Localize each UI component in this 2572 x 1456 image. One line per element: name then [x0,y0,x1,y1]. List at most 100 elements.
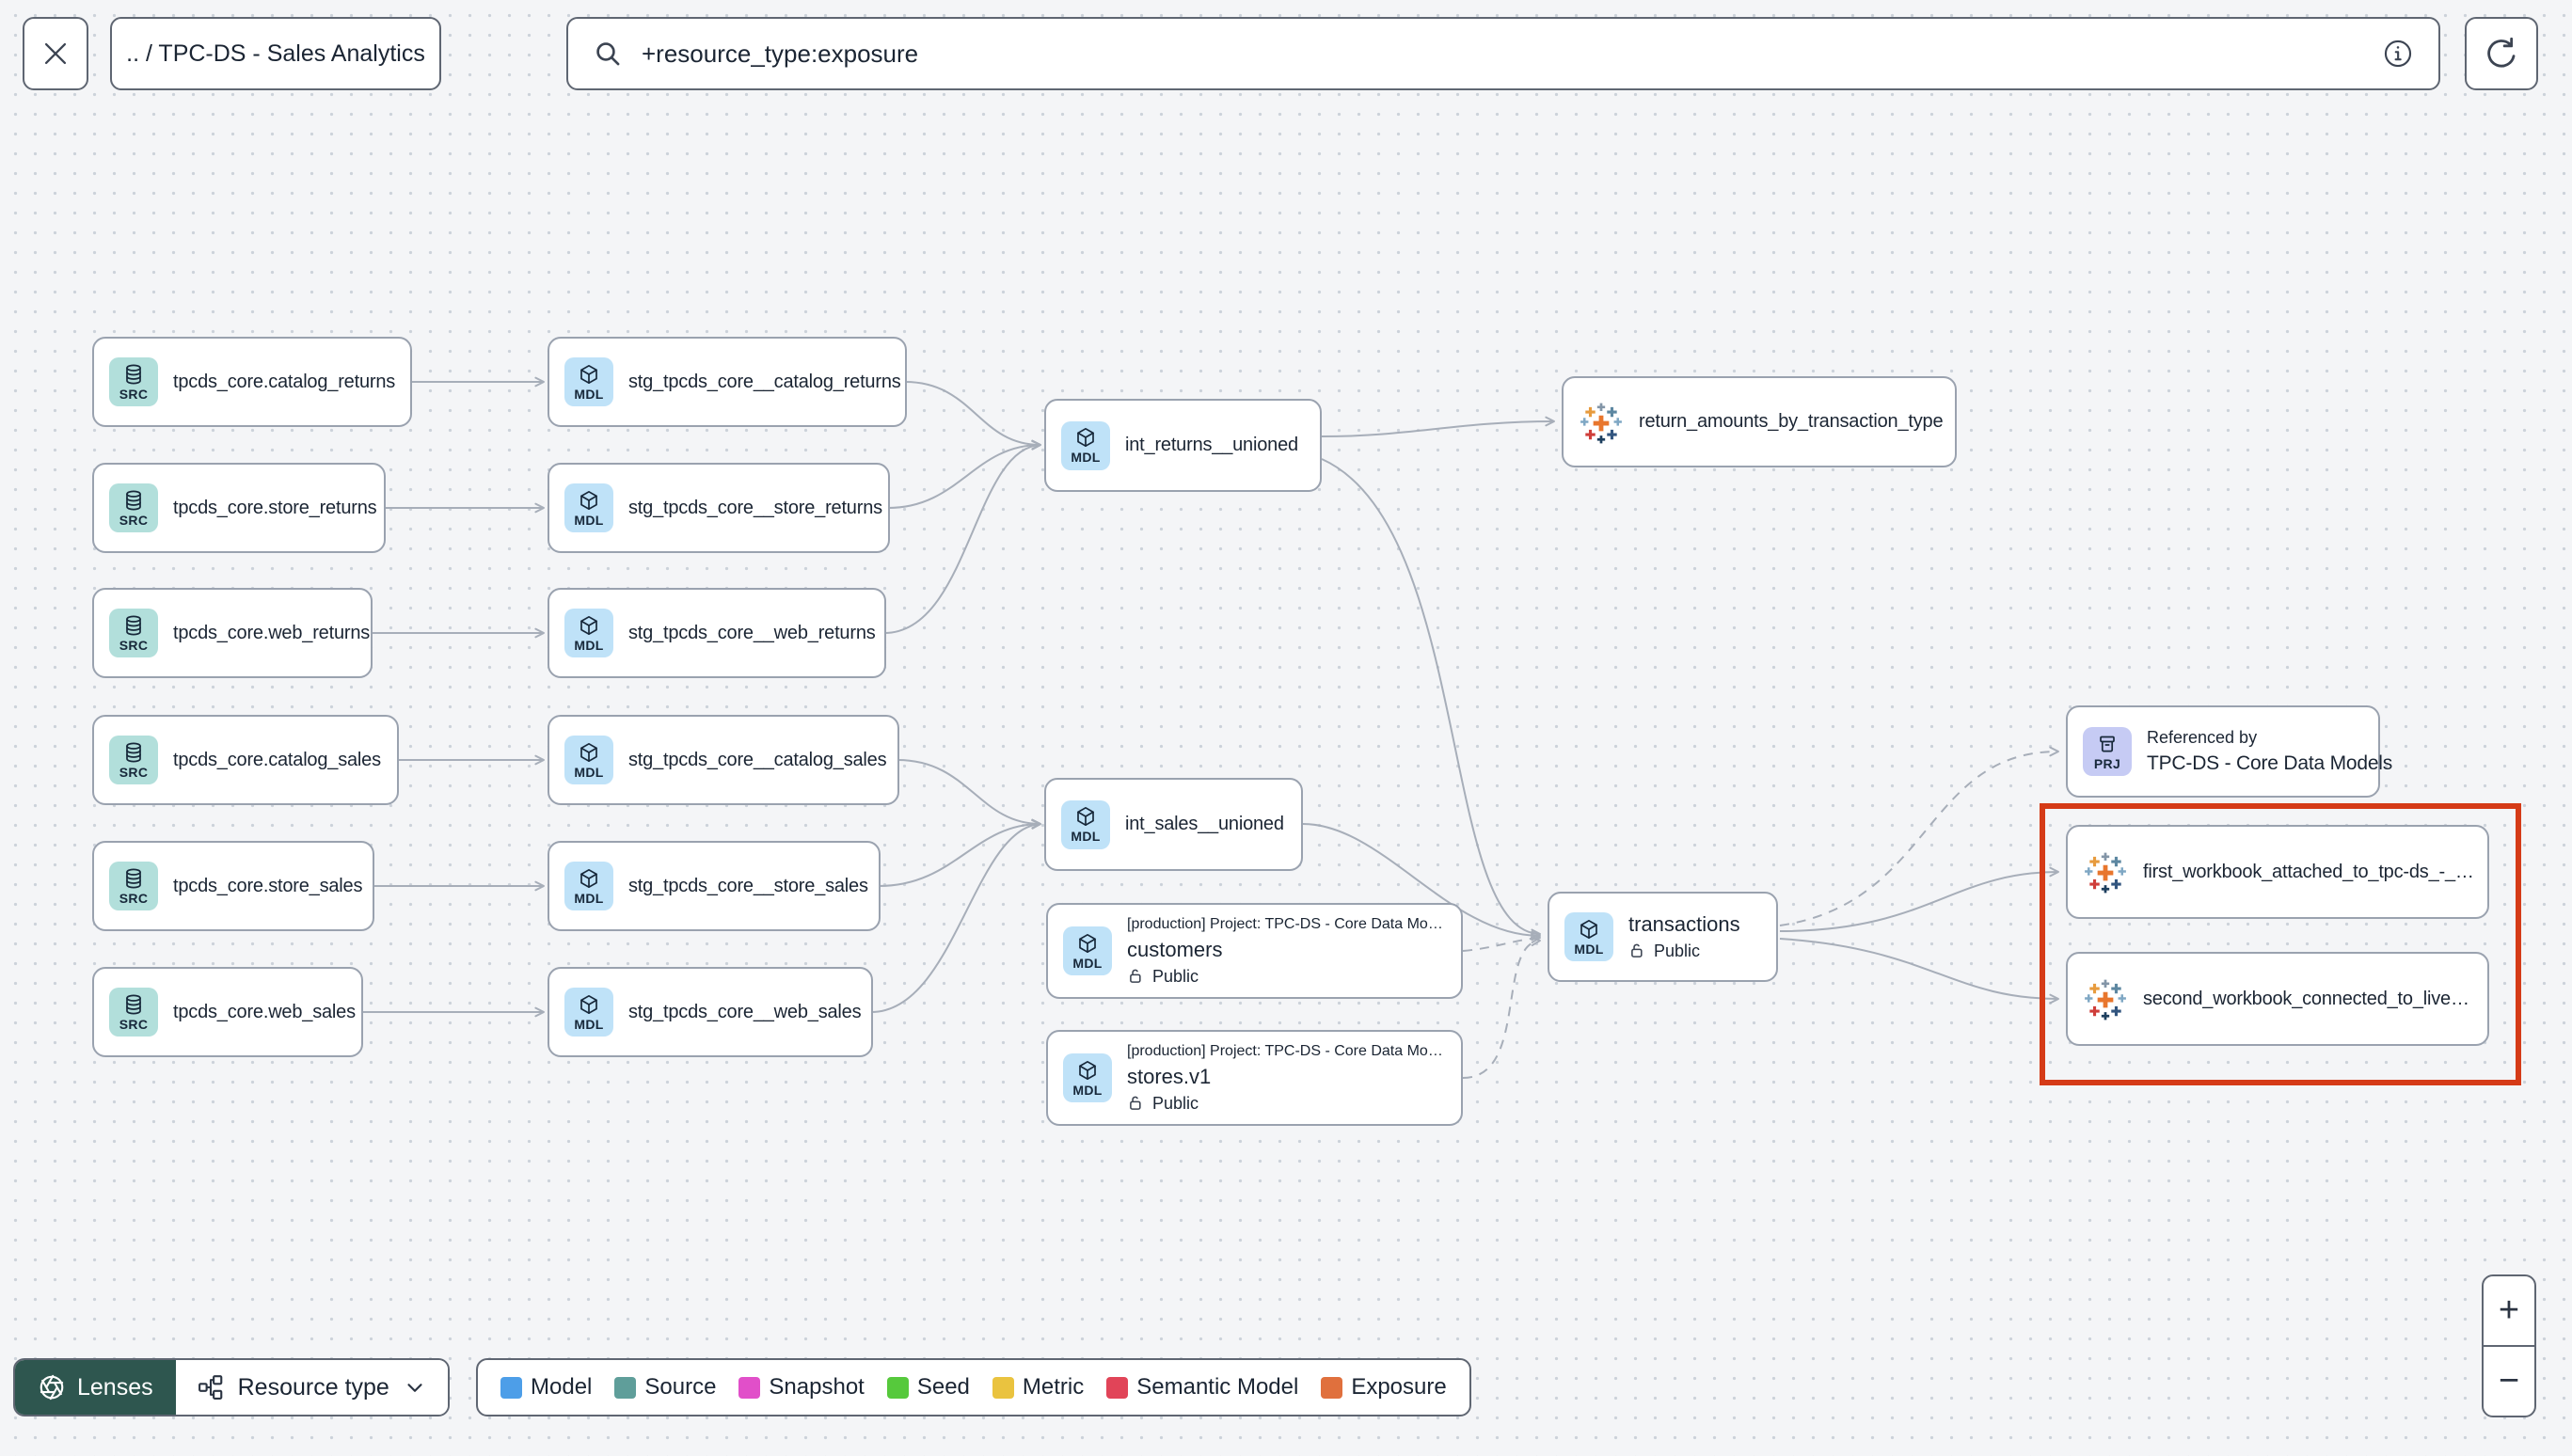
refresh-icon [2487,37,2516,68]
node-source-tpcds-core-web-sales[interactable]: SRC tpcds_core.web_sales [92,967,363,1057]
model-badge: MDL [1063,1053,1112,1102]
legend-chip [500,1376,522,1399]
search-icon [596,42,620,66]
lock-open-icon [1130,1096,1141,1110]
node-exposure-second-workbook[interactable]: second_workbook_connected_to_live… [2066,952,2489,1046]
node-model-stg-store-sales[interactable]: MDL stg_tpcds_core__store_sales [548,841,881,931]
model-badge: MDL [564,357,613,406]
node-label: tpcds_core.store_returns [173,497,377,518]
zoom-controls: + − [2482,1274,2536,1417]
model-badge: MDL [1063,926,1112,975]
node-label: transactions [1628,912,1740,936]
model-badge: MDL [1061,420,1110,470]
node-label: tpcds_core.web_sales [173,1001,356,1022]
node-label: int_returns__unioned [1125,435,1298,455]
legend-chip [1321,1376,1343,1399]
lock-open-icon [1130,969,1141,983]
aperture-icon [40,1374,64,1401]
node-project-referenced-by[interactable]: PRJ Referenced by TPC-DS - Core Data Mod… [2066,705,2393,798]
cube-icon [1079,1060,1096,1080]
database-icon [126,490,141,510]
tableau-icon [1579,400,1624,445]
lenses-control: Lenses Resource type [13,1358,450,1416]
zoom-in-button[interactable]: + [2484,1276,2534,1347]
info-icon[interactable] [2382,38,2414,70]
cube-icon [580,994,597,1014]
access-label: Public [1152,966,1199,986]
tableau-icon [2083,849,2128,894]
lenses-button[interactable]: Lenses [15,1360,176,1415]
source-badge: SRC [109,609,158,657]
legend-chip [1106,1376,1129,1399]
node-source-tpcds-core-catalog-sales[interactable]: SRC tpcds_core.catalog_sales [92,715,399,805]
node-model-stg-web-sales[interactable]: MDL stg_tpcds_core__web_sales [548,967,873,1057]
node-label: first_workbook_attached_to_tpc-ds_-_… [2143,861,2474,882]
database-icon [126,615,141,635]
resource-type-legend: Model Source Snapshot Seed Metric Semant… [476,1358,1471,1416]
node-label: stg_tpcds_core__catalog_returns [628,371,901,392]
node-model-stg-store-returns[interactable]: MDL stg_tpcds_core__store_returns [548,463,890,553]
exposure-highlight-rect [2040,803,2521,1085]
node-label: tpcds_core.catalog_returns [173,371,396,392]
zoom-out-button[interactable]: − [2498,1361,2520,1401]
node-exposure-return-amounts[interactable]: return_amounts_by_transaction_type [1562,376,1957,467]
node-model-customers[interactable]: MDL [production] Project: TPC-DS - Core … [1046,903,1463,999]
node-label: stg_tpcds_core__store_returns [628,497,882,518]
model-badge: MDL [564,988,613,1037]
resource-type-icon [198,1375,222,1400]
resource-type-selector[interactable]: Resource type [175,1360,448,1415]
cube-icon [1580,919,1597,939]
node-label: TPC-DS - Core Data Models [2147,752,2393,774]
cube-icon [580,364,597,384]
node-model-stg-catalog-returns[interactable]: MDL stg_tpcds_core__catalog_returns [548,337,907,427]
node-label: tpcds_core.store_sales [173,875,363,896]
node-label: stg_tpcds_core__store_sales [628,875,868,896]
node-model-stg-web-returns[interactable]: MDL stg_tpcds_core__web_returns [548,588,886,678]
node-source-tpcds-core-store-returns[interactable]: SRC tpcds_core.store_returns [92,463,386,553]
node-label: stg_tpcds_core__catalog_sales [628,749,887,770]
source-badge: SRC [109,988,158,1037]
database-icon [126,364,141,384]
legend-item-snapshot: Snapshot [738,1374,865,1401]
refresh-button[interactable] [2465,17,2538,90]
node-exposure-first-workbook[interactable]: first_workbook_attached_to_tpc-ds_-_… [2066,825,2489,919]
node-model-int-sales-unioned[interactable]: MDL int_sales__unioned [1044,778,1303,871]
source-badge: SRC [109,483,158,532]
database-icon [126,742,141,762]
cube-icon [1077,427,1094,448]
node-model-stg-catalog-sales[interactable]: MDL stg_tpcds_core__catalog_sales [548,715,899,805]
legend-chip [614,1376,637,1399]
legend-item-semantic-model: Semantic Model [1106,1374,1298,1401]
search-bar[interactable] [566,17,2440,90]
cube-icon [1077,806,1094,827]
search-input[interactable] [640,38,2365,70]
cube-icon [580,490,597,510]
node-source-tpcds-core-catalog-returns[interactable]: SRC tpcds_core.catalog_returns [92,337,412,427]
cube-icon [1079,933,1096,953]
close-button[interactable] [23,17,88,90]
model-badge: MDL [564,736,613,784]
model-badge: MDL [564,862,613,910]
legend-item-model: Model [500,1374,592,1401]
node-source-tpcds-core-store-sales[interactable]: SRC tpcds_core.store_sales [92,841,374,931]
node-model-transactions[interactable]: MDL transactions Public [1548,892,1778,982]
node-project-line: [production] Project: TPC-DS - Core Data… [1127,1042,1443,1059]
source-badge: SRC [109,736,158,784]
legend-chip [886,1376,909,1399]
node-label: stg_tpcds_core__web_returns [628,622,876,643]
node-label: int_sales__unioned [1125,814,1284,834]
model-badge: MDL [1564,912,1613,961]
access-label: Public [1654,942,1701,960]
project-badge: PRJ [2083,727,2132,776]
node-model-stores-v1[interactable]: MDL [production] Project: TPC-DS - Core … [1046,1030,1463,1126]
lenses-label: Lenses [77,1373,153,1401]
node-model-int-returns-unioned[interactable]: MDL int_returns__unioned [1044,399,1322,492]
node-project-line: [production] Project: TPC-DS - Core Data… [1127,915,1443,932]
source-badge: SRC [109,357,158,406]
source-badge: SRC [109,862,158,910]
node-source-tpcds-core-web-returns[interactable]: SRC tpcds_core.web_returns [92,588,373,678]
breadcrumb[interactable]: .. / TPC-DS - Sales Analytics [110,17,441,90]
tableau-icon [2083,976,2128,1021]
node-kicker: Referenced by [2147,728,2258,747]
